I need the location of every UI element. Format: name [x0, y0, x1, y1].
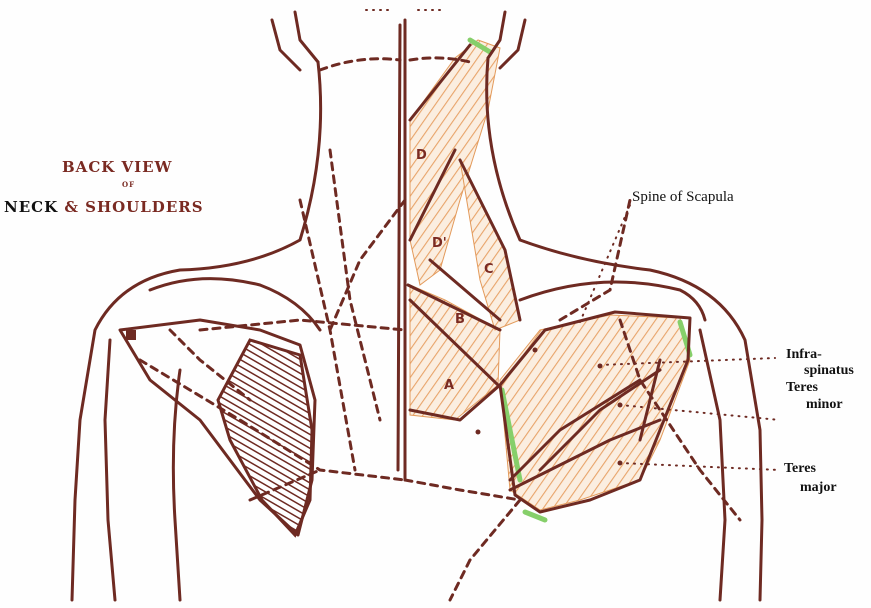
label-infra-1: Infra-: [786, 348, 822, 362]
letter-d-prime: D': [432, 236, 447, 251]
label-spine-of-scapula: Spine of Scapula: [632, 190, 734, 204]
letter-a: A: [444, 378, 454, 393]
letter-b: B: [455, 312, 465, 327]
title-line-2: OF: [122, 180, 135, 189]
title-line-1: BACK VIEW: [62, 158, 172, 176]
title-shoulders: & SHOULDERS: [58, 198, 203, 216]
letter-c: C: [484, 262, 494, 277]
label-teres-minor-1: Teres: [786, 381, 818, 395]
label-teres-major-2: major: [800, 481, 837, 495]
title-neck: NECK: [4, 198, 58, 216]
label-teres-minor-2: minor: [806, 398, 843, 412]
letter-d: D: [416, 148, 427, 163]
body-outline: [72, 12, 762, 600]
title-line-3: NECK & SHOULDERS: [4, 198, 204, 216]
label-infra-2: spinatus: [804, 364, 854, 378]
label-teres-major-1: Teres: [784, 462, 816, 476]
